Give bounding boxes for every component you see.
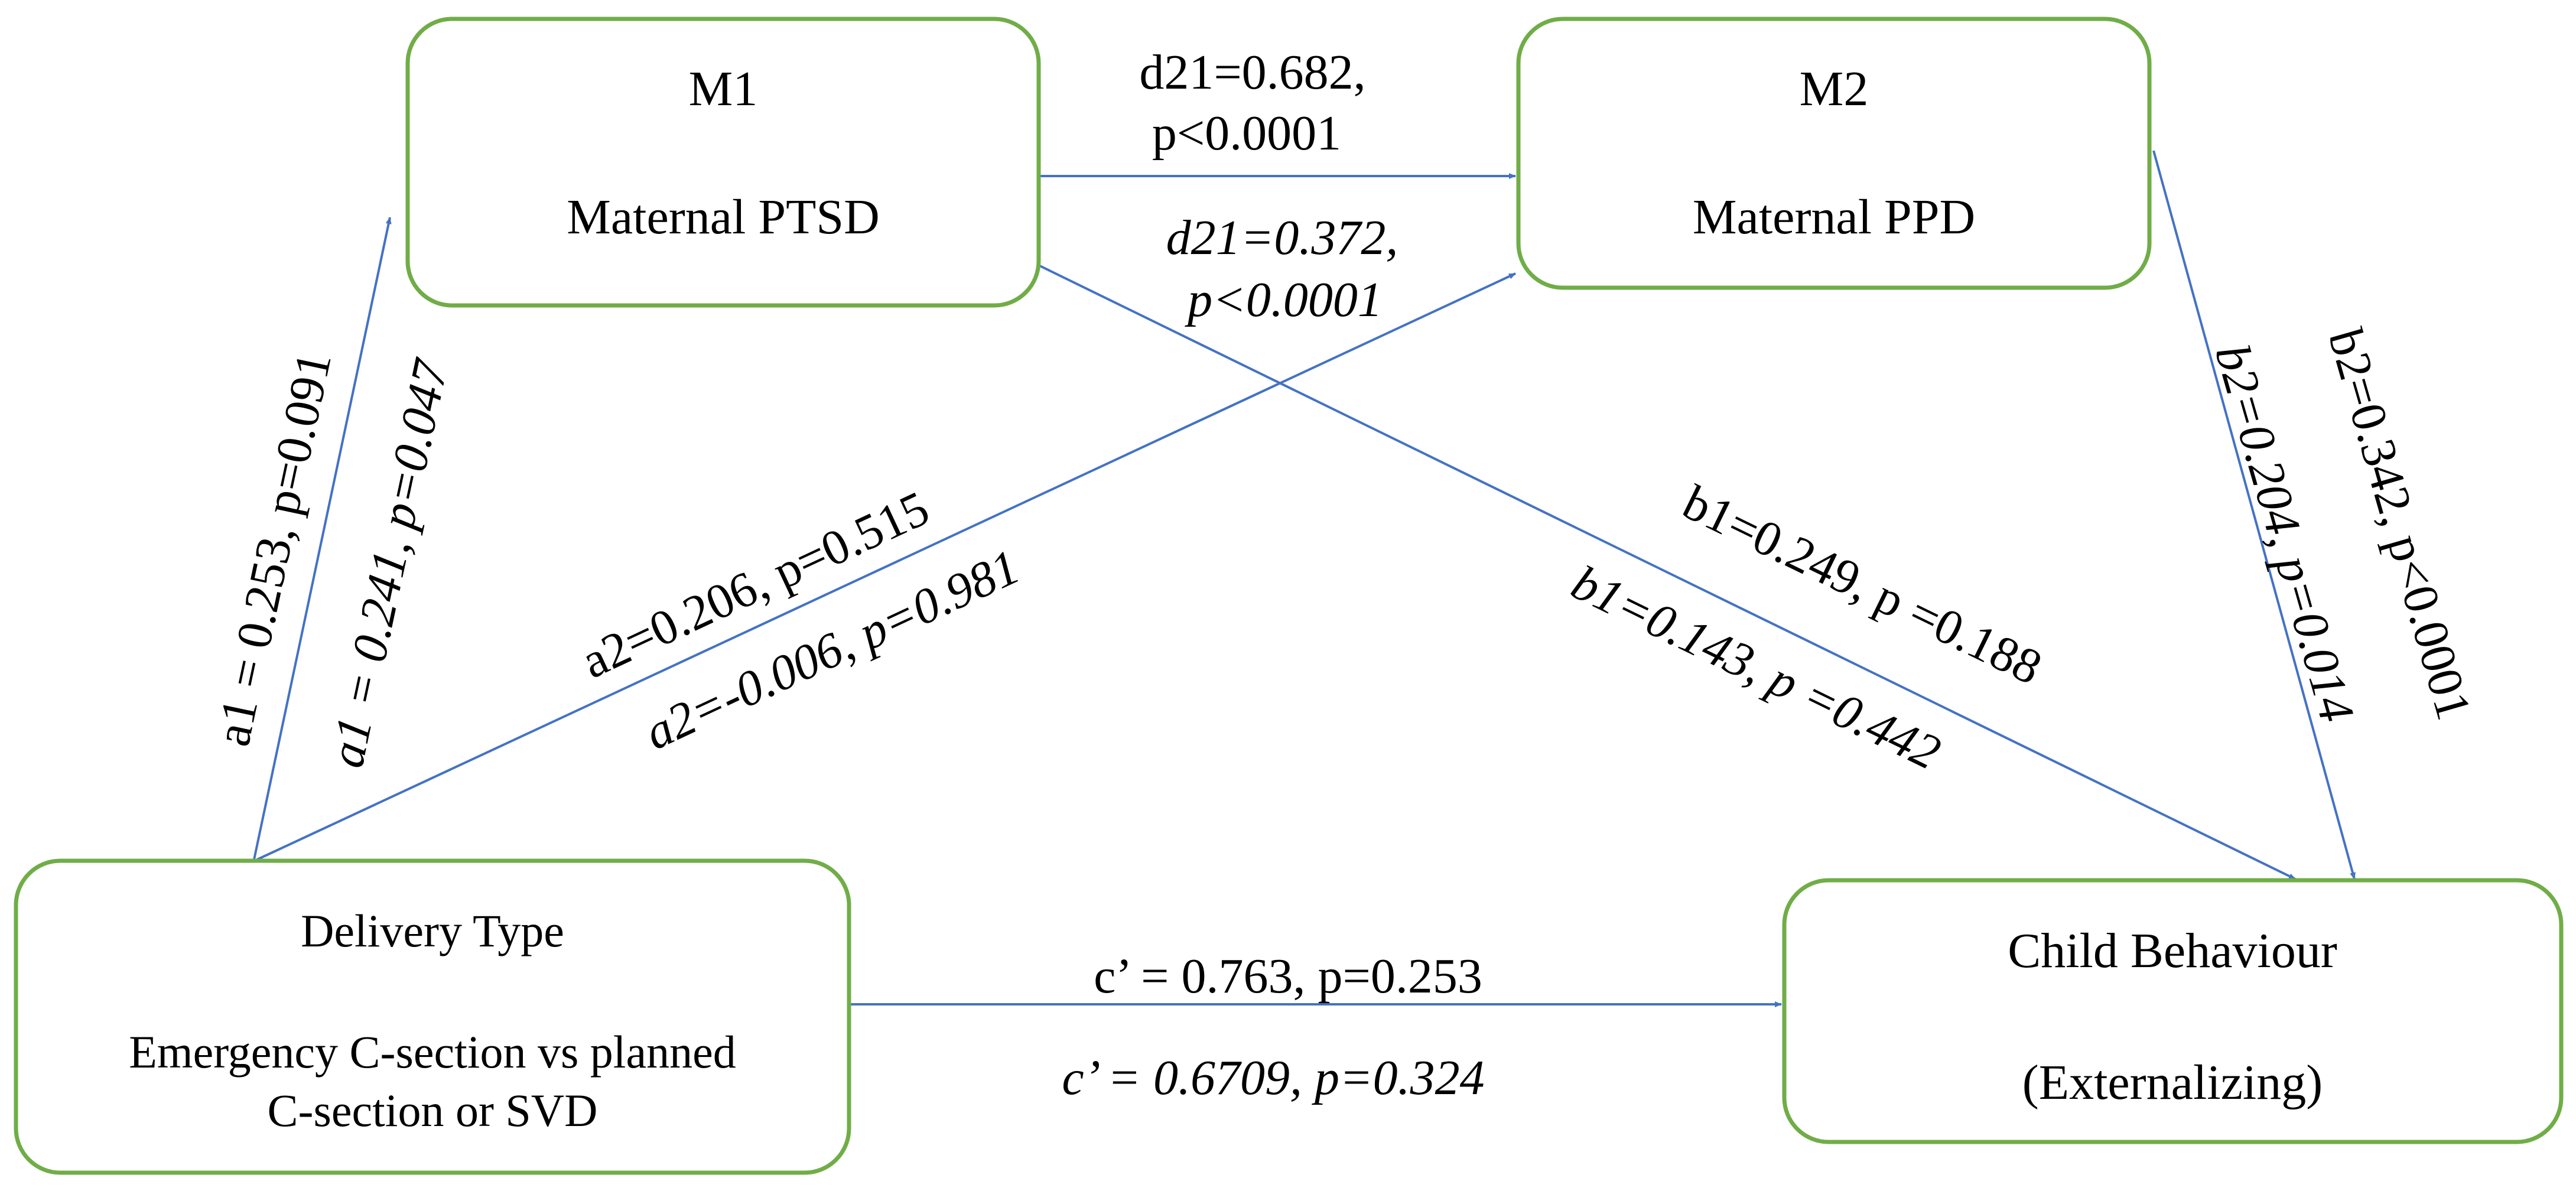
node-x-title: Delivery Type bbox=[301, 905, 564, 956]
arrow-a2 bbox=[256, 272, 1516, 861]
node-child-behaviour: Child Behaviour (Externalizing) bbox=[1782, 878, 2564, 1144]
node-m2: M2 Maternal PPD bbox=[1516, 17, 2152, 290]
label-a1-regular: a1 = 0.253, p=0.091 bbox=[205, 347, 342, 751]
label-c-regular: c’ = 0.763, p=0.253 bbox=[1094, 949, 1482, 1004]
arrow-b1 bbox=[1039, 265, 2296, 880]
label-c-italic: c’ = 0.6709, p=0.324 bbox=[1062, 1050, 1484, 1105]
node-y-subtitle: (Externalizing) bbox=[2022, 1055, 2323, 1110]
node-delivery-type: Delivery Type Emergency C-section vs pla… bbox=[14, 858, 851, 1175]
node-x-line2: C-section or SVD bbox=[268, 1085, 598, 1136]
label-d21-regular-1: d21=0.682, bbox=[1139, 45, 1365, 100]
node-x-line1: Emergency C-section vs planned bbox=[129, 1026, 736, 1078]
label-a1-italic: a1 = 0.241, p=0.047 bbox=[319, 354, 459, 772]
node-m2-subtitle: Maternal PPD bbox=[1693, 190, 1975, 245]
node-m1-title: M1 bbox=[689, 61, 758, 116]
label-d21-italic-1: d21=0.372, bbox=[1166, 210, 1398, 265]
label-d21-italic-2: p<0.0001 bbox=[1185, 272, 1383, 327]
node-y-title: Child Behaviour bbox=[2008, 923, 2337, 978]
label-d21-regular-2: p<0.0001 bbox=[1152, 106, 1341, 161]
node-m1-subtitle: Maternal PTSD bbox=[567, 190, 880, 245]
node-m2-title: M2 bbox=[1800, 61, 1869, 116]
arrow-a1 bbox=[253, 217, 392, 860]
arrow-b2 bbox=[2152, 150, 2356, 880]
node-m1: M1 Maternal PTSD bbox=[405, 17, 1041, 308]
